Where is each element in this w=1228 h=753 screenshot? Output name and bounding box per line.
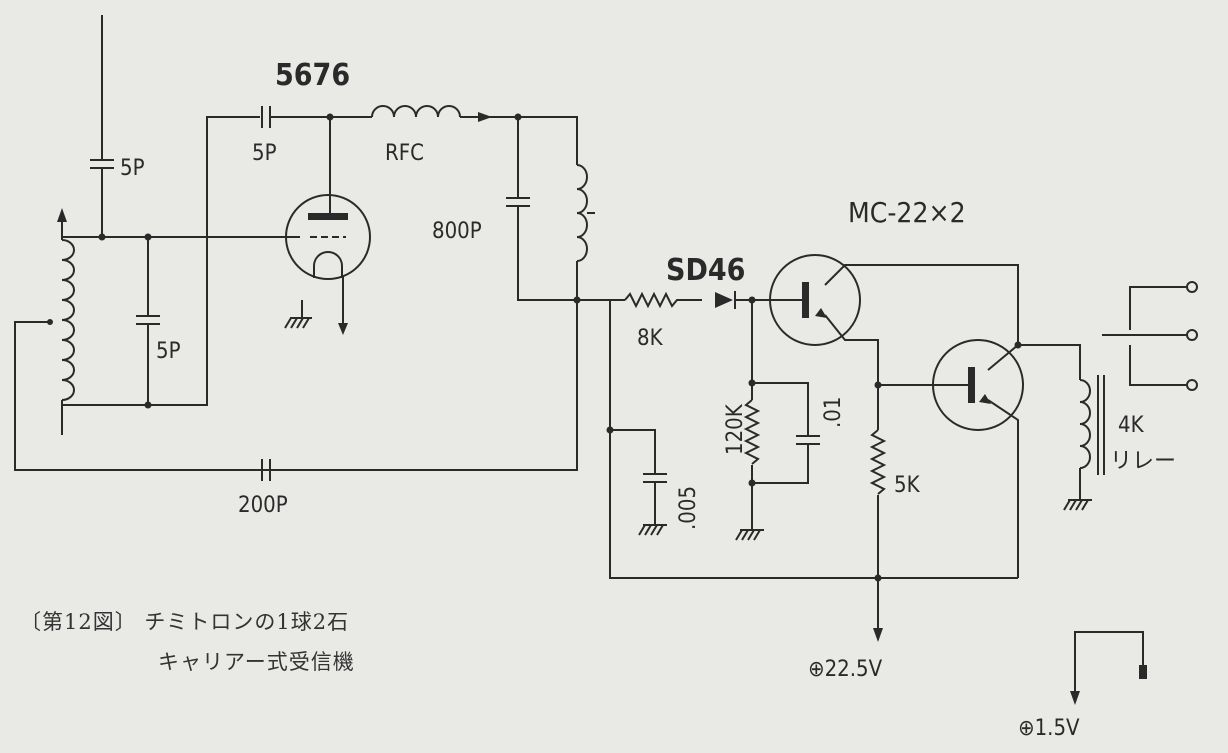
- relay-label: リレー: [1110, 449, 1176, 474]
- cap-005-label: .005: [676, 486, 701, 530]
- tube-label: 5676: [275, 58, 350, 93]
- cap-01-label: .01: [821, 397, 846, 428]
- r-120k-label: 120K: [723, 403, 748, 455]
- cap-800p-label: 800P: [432, 219, 482, 244]
- tuning-coil: [47, 208, 75, 435]
- antenna-cap-label: 5P: [120, 156, 145, 181]
- cap-200p-label: 200P: [238, 493, 288, 518]
- vacuum-tube-5676: [285, 117, 371, 280]
- caption-line-1: 〔第12図〕 チミトロンの1球2石: [20, 610, 350, 634]
- caption-line-2: キャリアー式受信機: [158, 650, 355, 674]
- supply-22-5v-label: ⊕22.5V: [808, 657, 883, 682]
- wiring: [14, 105, 1198, 705]
- tank-cap-label: 5P: [156, 339, 181, 364]
- r-5k-label: 5K: [894, 473, 921, 498]
- relay-value-label: 4K: [1118, 413, 1145, 438]
- transistor-label: MC-22×2: [848, 196, 966, 229]
- antenna: [90, 15, 114, 237]
- r-8k-label: 8K: [637, 326, 664, 351]
- grid-cap-label: 5P: [252, 141, 277, 166]
- diode-label: SD46: [666, 253, 745, 288]
- transistor-2: [932, 339, 1024, 431]
- supply-1-5v-label: ⊕1.5V: [1018, 716, 1080, 741]
- transistor-1: [769, 254, 861, 346]
- rfc-label: RFC: [385, 141, 424, 166]
